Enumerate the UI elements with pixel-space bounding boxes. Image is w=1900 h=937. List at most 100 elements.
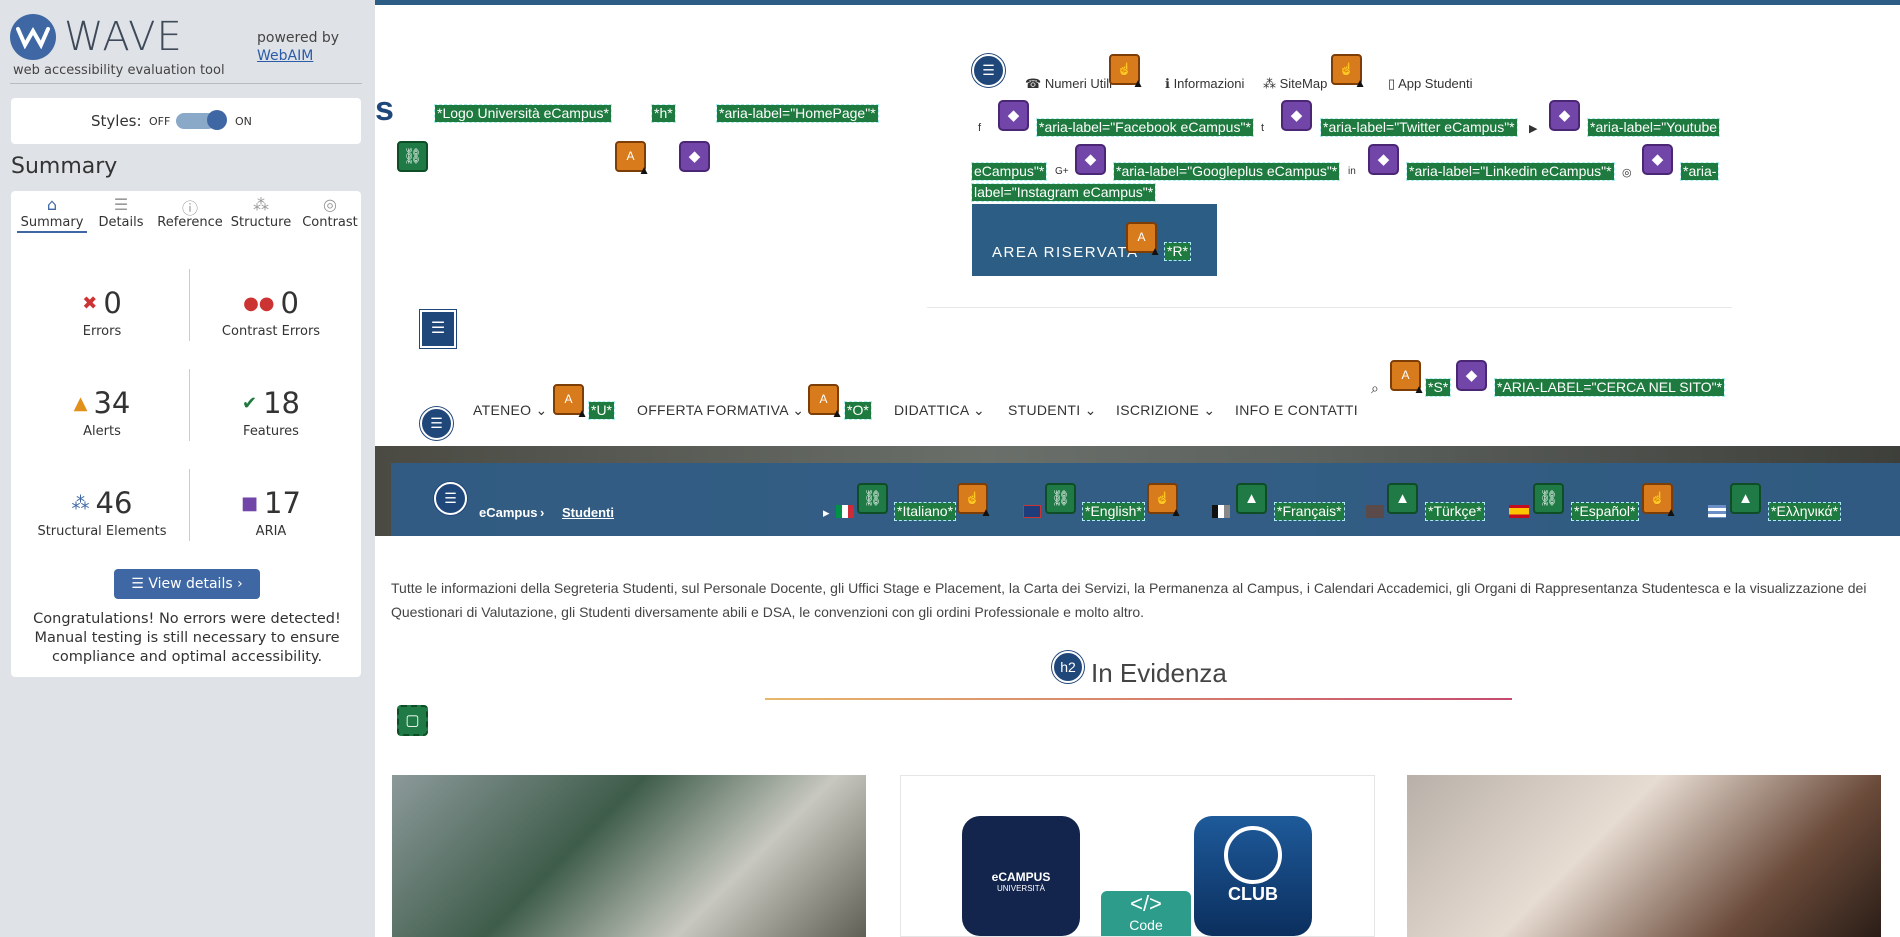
image-region-icon[interactable]: ▢ xyxy=(397,705,428,736)
menu-offerta-formativa[interactable]: OFFERTA FORMATIVA ⌄ xyxy=(637,402,804,419)
linked-image-icon[interactable]: ⛓ xyxy=(397,141,428,172)
wave-logo-icon xyxy=(10,14,56,60)
chevron-down-icon: ⌄ xyxy=(792,402,805,418)
alert-icon[interactable]: ☝ xyxy=(1331,54,1366,89)
toggle-knob[interactable] xyxy=(207,110,227,130)
metric-alerts[interactable]: ▲34 Alerts xyxy=(27,386,177,439)
metric-aria[interactable]: ■17 ARIA xyxy=(196,486,346,539)
alert-icon[interactable]: A xyxy=(615,141,650,176)
menu-studenti[interactable]: STUDENTI ⌄ xyxy=(1008,402,1097,419)
card-image-office[interactable] xyxy=(392,775,866,937)
alert-icon[interactable]: A xyxy=(553,384,588,419)
webaim-link[interactable]: WebAIM xyxy=(257,48,314,64)
metric-contrast-errors[interactable]: ●●0 Contrast Errors xyxy=(196,286,346,339)
list-structure-icon[interactable]: ☰ xyxy=(420,407,453,440)
image-icon[interactable]: ▲ xyxy=(1236,483,1267,514)
alert-icon[interactable]: A xyxy=(1126,222,1161,257)
features-label: Features xyxy=(243,424,299,439)
spain-flag-icon xyxy=(1509,505,1529,518)
aria-tag-icon[interactable]: ◆ xyxy=(1549,100,1580,131)
linked-image-icon[interactable]: ⛓ xyxy=(1533,483,1564,514)
tab-structure-label: Structure xyxy=(230,215,292,230)
club-logo-icon xyxy=(1224,826,1282,884)
youtube-icon[interactable]: ▶ xyxy=(1529,123,1538,135)
area-riservata-button[interactable]: AREA RISERVATA xyxy=(972,204,1217,276)
congrats-message: Congratulations! No errors were detected… xyxy=(33,611,341,665)
sitemap-icon: ⁂ xyxy=(1263,76,1280,91)
wave-sidebar: WAVE web accessibility evaluation tool p… xyxy=(0,0,375,937)
tab-summary-label: Summary xyxy=(20,215,84,230)
linkedin-icon[interactable]: in xyxy=(1348,166,1356,177)
image-icon[interactable]: ▲ xyxy=(1387,483,1418,514)
alerts-count: 34 xyxy=(93,386,131,420)
menu-studenti-label: STUDENTI xyxy=(1008,402,1081,418)
alert-icon[interactable]: A xyxy=(1390,360,1425,395)
alert-icon[interactable]: ☝ xyxy=(1109,54,1144,89)
list-structure-icon[interactable]: ☰ xyxy=(972,54,1005,87)
tab-contrast[interactable]: ◎ Contrast xyxy=(295,195,365,233)
tab-details[interactable]: ☰ Details xyxy=(86,195,156,233)
instagram-icon[interactable]: ◎ xyxy=(1622,167,1632,179)
sitemap-link[interactable]: ⁂ SiteMap xyxy=(1263,76,1327,92)
alert-icon[interactable]: ☝ xyxy=(1147,483,1182,518)
tab-reference[interactable]: ⓘ Reference xyxy=(155,195,225,233)
alerts-label: Alerts xyxy=(83,424,121,439)
divider xyxy=(189,469,190,541)
chevron-down-icon: ⌄ xyxy=(1203,402,1216,418)
menu-iscrizione[interactable]: ISCRIZIONE ⌄ xyxy=(1116,402,1215,419)
metric-features[interactable]: ✔18 Features xyxy=(196,386,346,439)
tab-summary[interactable]: ⌂ Summary xyxy=(17,195,87,233)
breadcrumb-current[interactable]: Studenti xyxy=(562,505,614,520)
menu-info-contatti[interactable]: INFO E CONTATTI xyxy=(1235,402,1358,418)
metric-structural[interactable]: ⁂46 Structural Elements xyxy=(27,486,177,539)
facebook-icon[interactable]: f xyxy=(978,122,982,134)
breadcrumb-home[interactable]: eCampus xyxy=(479,505,538,520)
linked-image-icon[interactable]: ⛓ xyxy=(857,483,888,514)
view-details-button[interactable]: ☰ View details › xyxy=(114,569,260,599)
image-icon[interactable]: ▲ xyxy=(1730,483,1761,514)
card-image-student[interactable] xyxy=(1407,775,1881,937)
aria-tag-icon[interactable]: ◆ xyxy=(1456,360,1487,391)
info-icon: ⓘ xyxy=(181,199,198,218)
aria-tag-icon[interactable]: ◆ xyxy=(998,100,1029,131)
lang-espanol-tag[interactable]: *Español* xyxy=(1571,502,1639,521)
alert-icon[interactable]: A xyxy=(808,384,843,419)
informazioni-link[interactable]: ℹ Informazioni xyxy=(1165,76,1244,92)
lang-english-tag[interactable]: *English* xyxy=(1082,502,1145,521)
lang-greek-tag[interactable]: *Ελληνικά* xyxy=(1767,502,1842,521)
googleplus-icon[interactable]: G+ xyxy=(1055,166,1069,177)
search-icon[interactable]: ⌕ xyxy=(1371,380,1379,396)
lang-italiano-tag[interactable]: *Italiano* xyxy=(893,502,957,521)
aria-tag-icon[interactable]: ◆ xyxy=(1368,144,1399,175)
aria-tag-icon[interactable]: ◆ xyxy=(679,141,710,172)
twitter-icon[interactable]: t xyxy=(1261,122,1265,134)
metric-errors[interactable]: ✖0 Errors xyxy=(27,286,177,339)
menu-didattica[interactable]: DIDATTICA ⌄ xyxy=(894,402,985,419)
h2-icon[interactable]: h2 xyxy=(1052,651,1084,683)
alert-icon[interactable]: ☝ xyxy=(1642,483,1677,518)
list-icon: ☰ xyxy=(113,195,129,214)
app-studenti-link[interactable]: ▯ App Studenti xyxy=(1388,76,1473,92)
aria-tag-icon[interactable]: ◆ xyxy=(1075,144,1106,175)
menu-ateneo-label: ATENEO xyxy=(473,402,532,418)
alert-icon[interactable]: ☝ xyxy=(957,483,992,518)
alt-text-logo-tag: *Logo Università eCampus* xyxy=(434,104,612,123)
lang-francais-tag[interactable]: *Français* xyxy=(1274,502,1345,521)
css-icon[interactable]: ☰ xyxy=(420,310,456,348)
aria-tag-icon[interactable]: ◆ xyxy=(1642,144,1673,175)
lang-turkce-tag[interactable]: *Türkçe* xyxy=(1425,502,1485,521)
tab-structure[interactable]: ⁂ Structure xyxy=(226,195,296,233)
aria-tag-icon[interactable]: ◆ xyxy=(1281,100,1312,131)
wave-tagline: web accessibility evaluation tool xyxy=(13,63,225,78)
numeri-utili-link[interactable]: ☎ Numeri Utili xyxy=(1025,76,1112,92)
linked-image-icon[interactable]: ⛓ xyxy=(1045,483,1076,514)
menu-info-label: INFO E CONTATTI xyxy=(1235,402,1358,418)
styles-toggle[interactable] xyxy=(176,113,216,129)
section-heading: In Evidenza xyxy=(1091,658,1227,688)
list-structure-icon[interactable]: ☰ xyxy=(434,482,467,515)
card-app-promo[interactable]: eCAMPUS UNIVERSITÀ </> Code CLUB xyxy=(900,775,1375,937)
structure-icon: ⁂ xyxy=(71,492,90,514)
alt-r-tag: *R* xyxy=(1163,242,1192,261)
menu-ateneo[interactable]: ATENEO ⌄ xyxy=(473,402,548,419)
aria-linkedin-tag: *aria-label="Linkedin eCampus"* xyxy=(1406,162,1615,181)
